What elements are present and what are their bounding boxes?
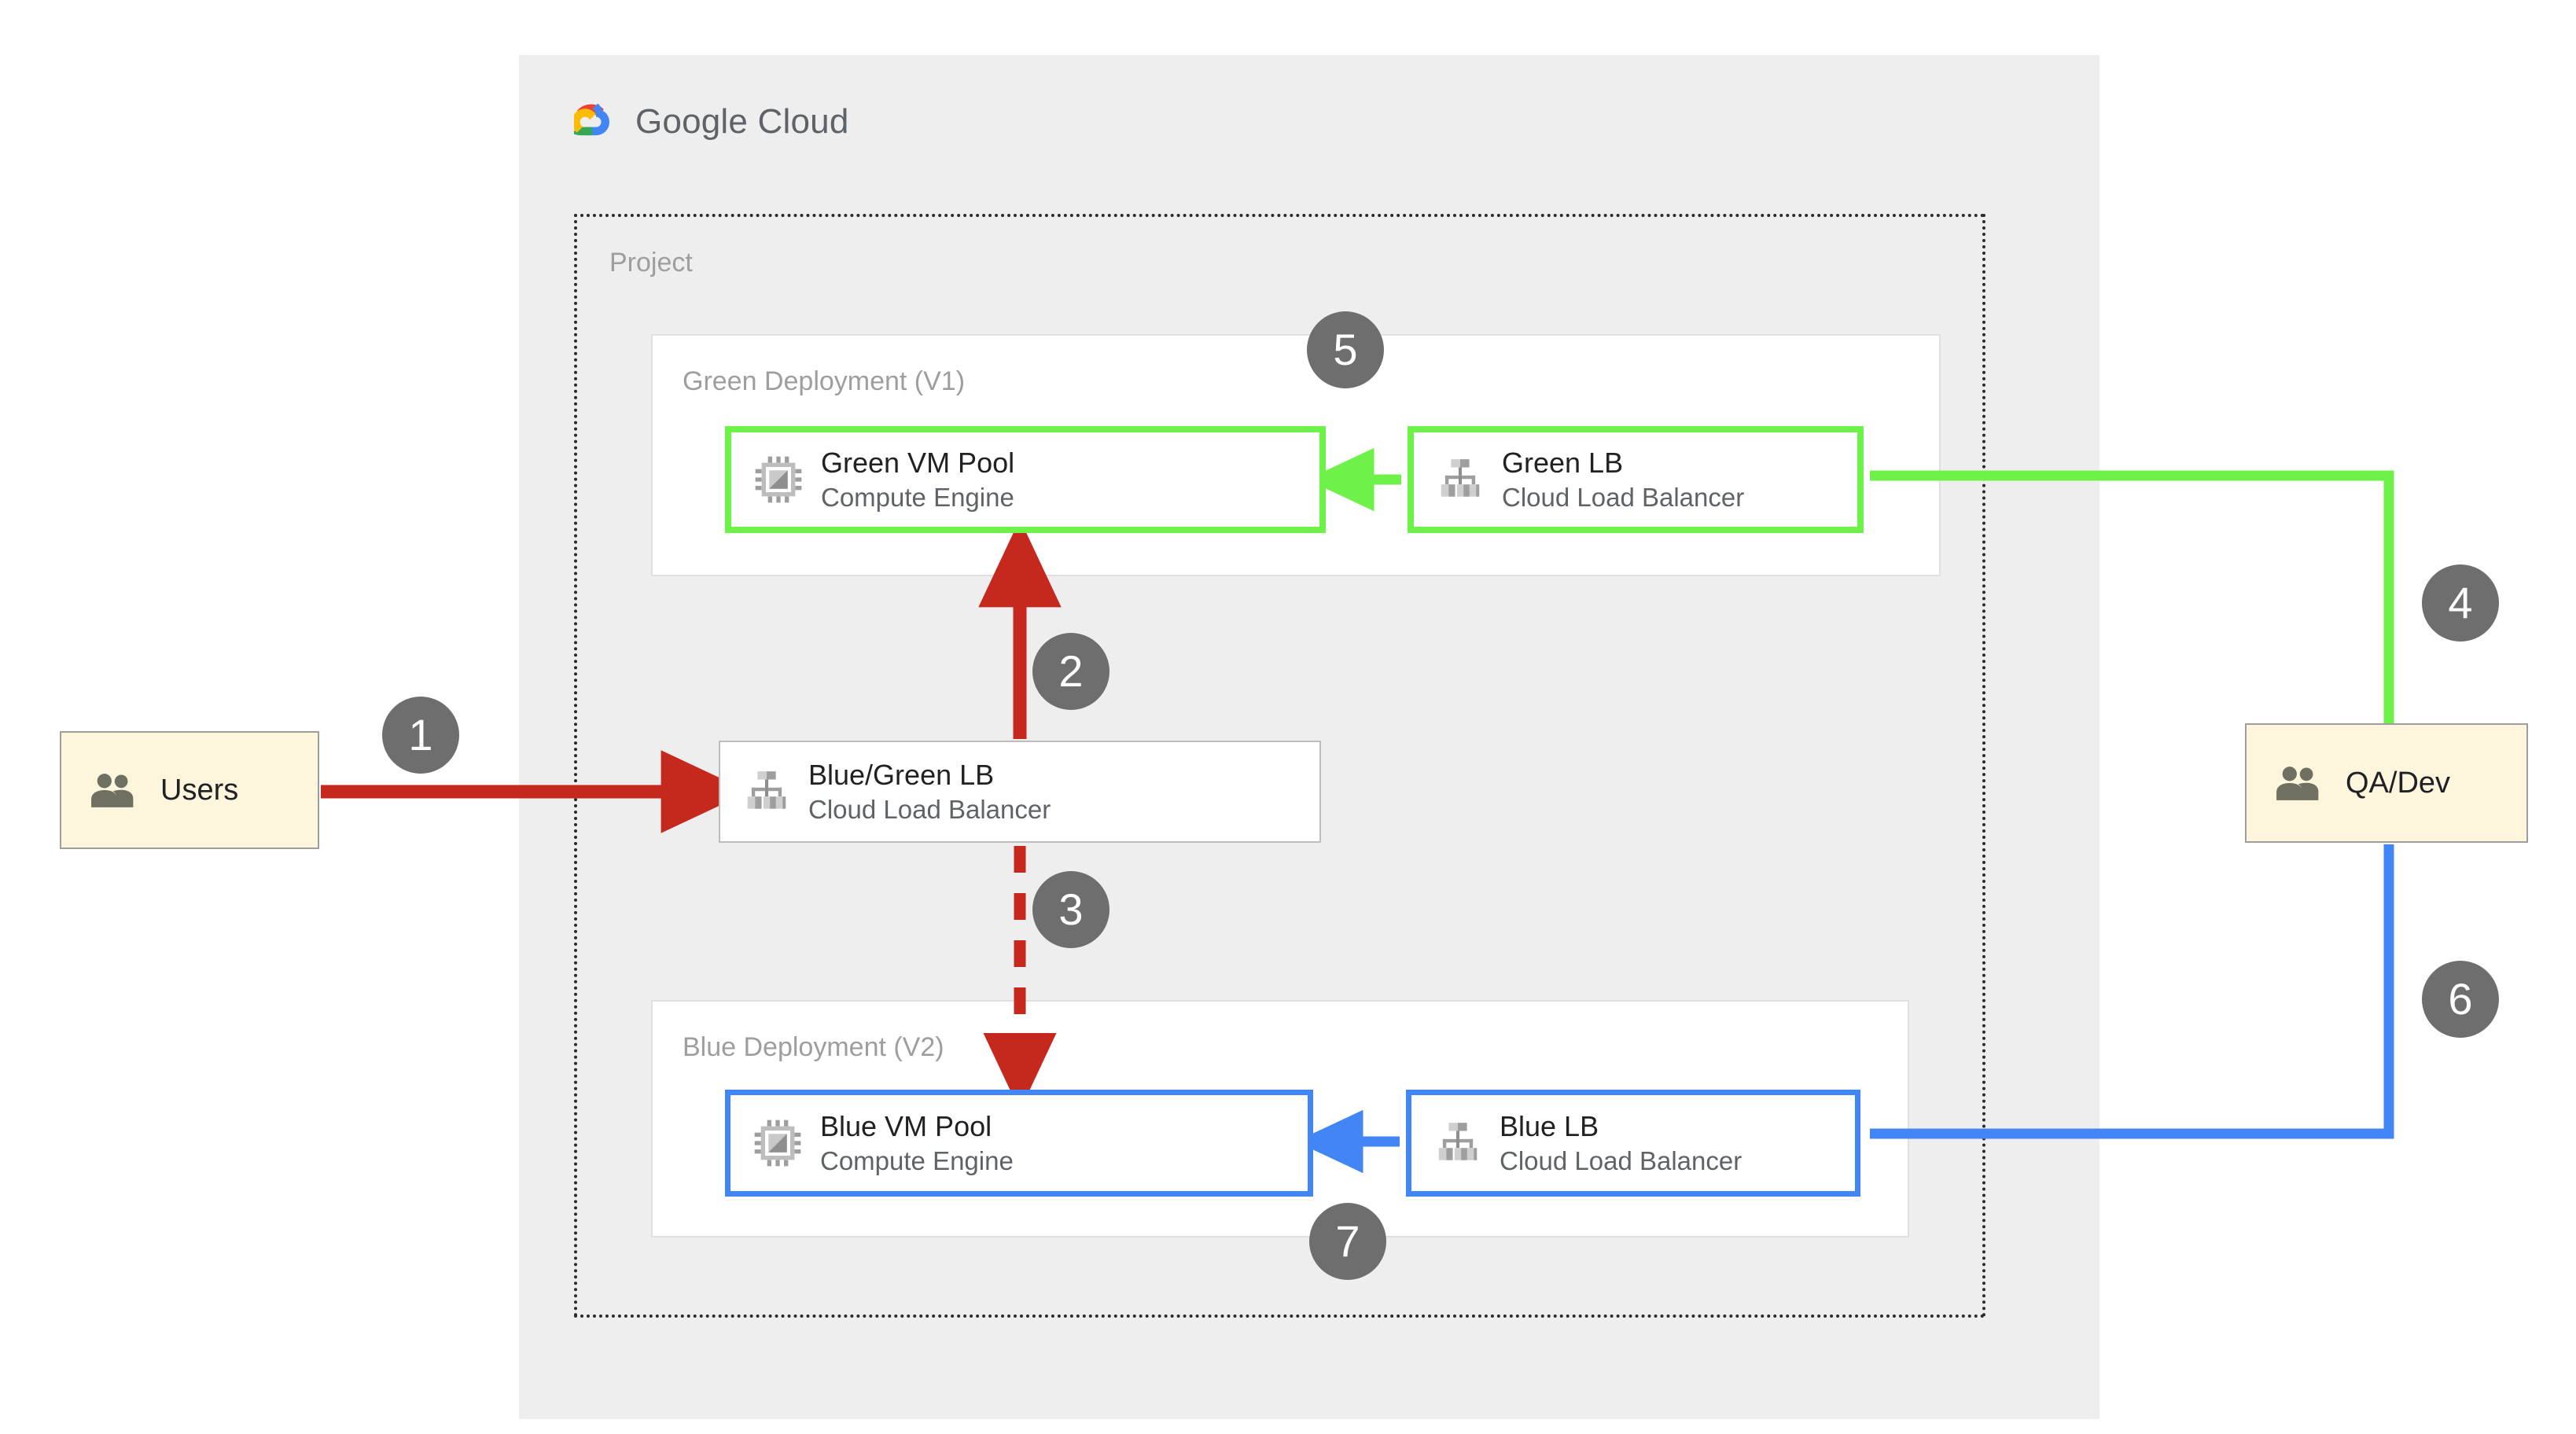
node-title: Blue LB [1500,1109,1599,1142]
node-green-vm-pool[interactable]: Green VM Pool Compute Engine [725,426,1326,533]
compute-engine-cpu-icon [753,454,804,505]
node-blue-vm-pool-text: Blue VM Pool Compute Engine [820,1109,1014,1178]
step-badge-2: 2 [1032,633,1110,710]
actor-qadev-label: QA/Dev [2346,766,2451,800]
connector-step-6 [1870,844,2394,1139]
step-badge-4: 4 [2422,564,2499,642]
node-title: Green VM Pool [821,446,1015,479]
brand-name-light: Cloud [757,102,849,141]
actor-users[interactable]: Users [60,731,319,849]
node-title: Blue VM Pool [820,1109,992,1142]
node-blue-lb-text: Blue LB Cloud Load Balancer [1500,1109,1742,1178]
actor-qadev[interactable]: QA/Dev [2245,723,2528,843]
node-subtitle: Compute Engine [820,1145,1014,1175]
compute-engine-cpu-icon [753,1118,803,1168]
node-subtitle: Cloud Load Balancer [808,794,1051,824]
step-badge-5: 5 [1307,311,1384,388]
brand-label: Google Cloud [635,102,849,142]
node-title: Blue/Green LB [808,758,995,791]
step-badge-7: 7 [1309,1203,1386,1280]
step-badge-1: 1 [382,697,459,774]
people-icon [2273,763,2325,803]
brand-name-bold: Google [635,102,749,141]
node-subtitle: Compute Engine [821,482,1014,512]
cloud-load-balancer-icon [1433,1119,1482,1167]
blue-deployment-label: Blue Deployment (V2) [683,1032,944,1062]
step-badge-6: 6 [2422,961,2499,1038]
node-blue-green-lb[interactable]: Blue/Green LB Cloud Load Balancer [719,741,1321,843]
connector-step-4 [1870,470,2394,723]
green-deployment-label: Green Deployment (V1) [683,366,966,396]
node-title: Green LB [1502,446,1624,479]
project-label: Project [609,248,693,278]
step-badge-3: 3 [1032,871,1110,948]
node-green-lb[interactable]: Green LB Cloud Load Balancer [1408,426,1864,533]
people-icon [88,770,140,811]
project-container [574,214,1985,1318]
google-cloud-logo-icon [574,104,618,140]
actor-users-label: Users [160,773,239,807]
node-subtitle: Cloud Load Balancer [1500,1145,1742,1175]
google-cloud-brand: Google Cloud [574,102,849,142]
node-blue-green-lb-text: Blue/Green LB Cloud Load Balancer [808,757,1051,827]
node-blue-vm-pool[interactable]: Blue VM Pool Compute Engine [725,1090,1313,1197]
node-green-lb-text: Green LB Cloud Load Balancer [1502,445,1744,515]
cloud-load-balancer-icon [1436,455,1485,504]
node-subtitle: Cloud Load Balancer [1502,482,1745,512]
cloud-load-balancer-icon [742,767,791,816]
node-green-vm-pool-text: Green VM Pool Compute Engine [821,445,1014,515]
node-blue-lb[interactable]: Blue LB Cloud Load Balancer [1406,1090,1860,1197]
